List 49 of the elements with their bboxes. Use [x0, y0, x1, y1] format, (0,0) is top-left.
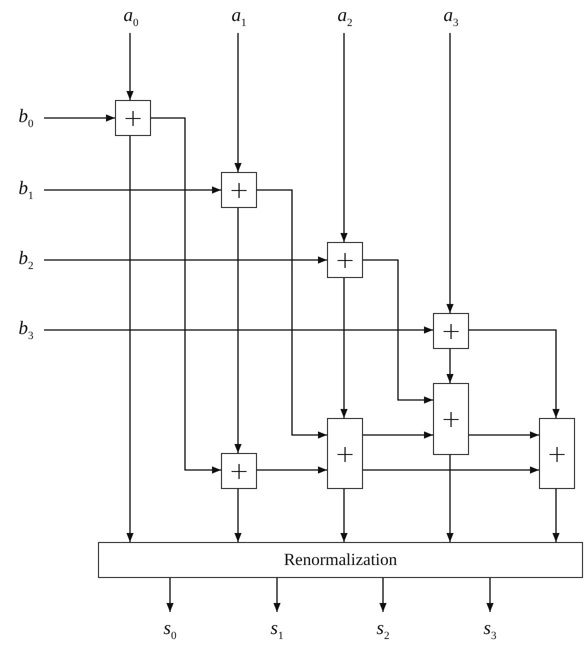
arrow	[44, 186, 221, 194]
arrow	[363, 466, 539, 474]
arrow	[126, 136, 134, 542]
arrow	[363, 431, 433, 439]
arrow	[44, 326, 433, 334]
adder-box: +	[433, 313, 469, 349]
adder-box: +	[327, 418, 363, 489]
arrow	[363, 259, 433, 404]
adder-box: +	[433, 383, 469, 455]
input-label: a$_{3}$	[438, 3, 464, 29]
arrow	[486, 578, 494, 612]
adder-box: +	[539, 418, 575, 489]
renormalization-box: Renormalization	[98, 542, 583, 578]
output-label: s$_{1}$	[264, 616, 290, 644]
arrow	[234, 33, 242, 172]
arrow	[340, 33, 348, 242]
arrow	[379, 578, 387, 612]
arrow	[44, 256, 327, 264]
arrow	[469, 431, 539, 439]
output-label: s$_{3}$	[477, 616, 503, 644]
arrow	[469, 329, 560, 418]
arrow	[340, 489, 348, 542]
arrow	[340, 278, 348, 418]
input-label: a$_{0}$	[118, 3, 144, 29]
arrow	[446, 33, 454, 313]
arrow	[273, 578, 281, 612]
arrow	[257, 189, 327, 439]
arrow	[234, 208, 242, 453]
arrow	[166, 578, 174, 612]
input-label: a$_{2}$	[332, 3, 358, 29]
output-label: s$_{2}$	[370, 616, 396, 644]
arrow	[446, 455, 454, 542]
output-label: s$_{0}$	[157, 616, 183, 644]
adder-box: +	[221, 453, 257, 489]
arrow	[126, 33, 134, 100]
input-label: b$_{2}$	[12, 246, 40, 274]
arrow	[44, 114, 115, 122]
adder-box: +	[221, 172, 257, 208]
adder-box: +	[327, 242, 363, 278]
arrow	[257, 466, 327, 474]
input-label: b$_{0}$	[12, 104, 40, 132]
arrow	[552, 489, 560, 542]
input-label: a$_{1}$	[226, 3, 252, 29]
adder-box: +	[115, 100, 151, 136]
arrow	[234, 489, 242, 542]
input-label: b$_{3}$	[12, 316, 40, 344]
arrow	[151, 117, 221, 474]
input-label: b$_{1}$	[12, 176, 40, 204]
arrow	[446, 349, 454, 383]
